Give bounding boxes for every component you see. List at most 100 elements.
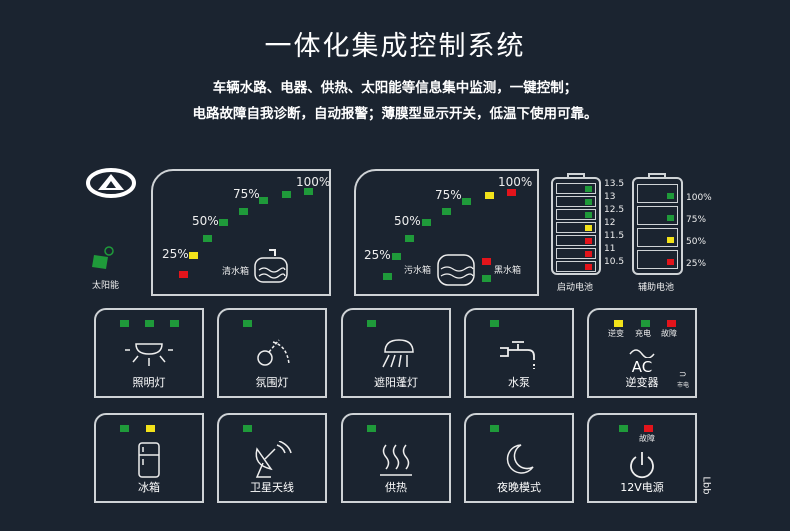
waste-water-panel: [354, 169, 539, 296]
solar-label: 太阳能: [92, 281, 120, 291]
ambient-light-label: 氛围灯: [255, 376, 289, 389]
water-pump-label: 水泵: [508, 376, 530, 389]
awning-light-label: 遮阳蓬灯: [374, 376, 418, 389]
12v-power-button[interactable]: 故障 12V电源: [587, 413, 697, 503]
aux-battery-level: 50%: [686, 237, 707, 247]
satellite-antenna-button[interactable]: 卫星天线: [217, 413, 327, 503]
clean-led-50: [219, 219, 228, 226]
status-led: [120, 320, 129, 327]
start-battery-level: 12: [604, 218, 616, 228]
solar-panel-icon: [92, 246, 114, 269]
clean-led: [203, 235, 212, 242]
clean-50-label: 50%: [192, 214, 219, 228]
clean-tank-label: 清水箱: [222, 267, 250, 277]
start-battery-cell: [556, 209, 596, 220]
brand-logo-icon: [86, 168, 136, 198]
status-led: [490, 320, 499, 327]
aux-battery-level: 75%: [686, 215, 707, 225]
lighting-label: 照明灯: [132, 376, 166, 389]
aux-battery-led: [667, 215, 674, 221]
clean-led-0: [179, 271, 188, 278]
start-battery-cell: [556, 235, 596, 246]
start-battery-terminal: [567, 173, 585, 178]
waste-led: [442, 208, 451, 215]
start-battery-cell: [556, 222, 596, 233]
aux-battery-level: 25%: [686, 259, 707, 269]
fault-indicator-label: 故障: [661, 329, 677, 338]
waste-led-25: [392, 253, 401, 260]
start-battery-level: 12.5: [604, 205, 625, 215]
start-battery-cell: [556, 261, 596, 272]
waste-25-label: 25%: [364, 248, 391, 262]
status-led: [145, 320, 154, 327]
fridge-icon: [138, 442, 160, 478]
aux-battery-led: [667, 193, 674, 199]
fridge-button[interactable]: 冰箱: [94, 413, 204, 503]
heating-button[interactable]: 供热: [341, 413, 451, 503]
aux-battery-led: [667, 237, 674, 243]
awning-light-icon: [382, 339, 414, 368]
waste-led-75: [462, 198, 471, 205]
heating-label: 供热: [385, 481, 407, 494]
waste-75-label: 75%: [435, 188, 462, 202]
clean-25-label: 25%: [162, 247, 189, 261]
aux-battery-terminal: [648, 173, 666, 178]
start-battery-cell: [556, 248, 596, 259]
black-tank-label: 黑水箱: [494, 266, 522, 276]
aux-battery-led: [667, 259, 674, 265]
side-mark: Lbb: [700, 476, 712, 495]
status-led: [490, 425, 499, 432]
start-battery-led: [585, 251, 592, 257]
waste-tank-icon: [437, 254, 475, 286]
aux-battery-cell: [637, 228, 678, 247]
status-led: [614, 320, 623, 327]
satellite-dish-icon: [255, 441, 292, 478]
clean-led: [282, 191, 291, 198]
status-led: [367, 320, 376, 327]
inverter-button[interactable]: 逆变 充电 故障 AC 逆变器 市电 ⊃: [587, 308, 697, 398]
status-led: [243, 425, 252, 432]
aux-battery-cell: [637, 206, 678, 225]
start-battery-level: 13: [604, 192, 616, 202]
waste-led: [405, 235, 414, 242]
night-mode-button[interactable]: 夜晚模式: [464, 413, 574, 503]
inverter-indicator-label: 逆变: [608, 329, 624, 338]
start-battery-led: [585, 225, 592, 231]
awning-light-button[interactable]: 遮阳蓬灯: [341, 308, 451, 398]
start-battery-level: 13.5: [604, 179, 625, 189]
status-led: [146, 425, 155, 432]
status-led: [619, 425, 628, 432]
start-battery-label: 启动电池: [557, 283, 594, 293]
status-led: [641, 320, 650, 327]
water-pump-button[interactable]: 水泵: [464, 308, 574, 398]
waste-100-label: 100%: [498, 175, 533, 189]
start-battery-cell: [556, 196, 596, 207]
satellite-antenna-label: 卫星天线: [250, 481, 294, 494]
mains-label: 市电: [677, 382, 690, 389]
start-battery-level: 11.5: [604, 231, 625, 241]
aux-battery-label: 辅助电池: [638, 283, 675, 293]
clean-led-75: [259, 197, 268, 204]
ambient-light-button[interactable]: 氛围灯: [217, 308, 327, 398]
waste-tank-label: 污水箱: [404, 266, 432, 276]
waste-led-100: [507, 189, 516, 196]
waste-50-label: 50%: [394, 214, 421, 228]
power-icon: [630, 452, 654, 479]
sine-wave-icon: [629, 349, 655, 358]
start-battery-led: [585, 212, 592, 218]
charging-indicator-label: 充电: [635, 329, 651, 338]
status-led: [170, 320, 179, 327]
black-tank-full-led: [482, 258, 491, 265]
waste-led-0: [383, 273, 392, 280]
status-led: [120, 425, 129, 432]
start-battery: [551, 177, 601, 275]
clean-led-100: [304, 188, 313, 195]
night-mode-label: 夜晚模式: [497, 481, 541, 494]
clean-led: [239, 208, 248, 215]
start-battery-level: 10.5: [604, 257, 625, 267]
start-battery-led: [585, 186, 592, 192]
faucet-icon: [500, 341, 535, 369]
clean-100-label: 100%: [296, 175, 331, 189]
water-tank-icon: [254, 249, 288, 283]
lighting-button[interactable]: 照明灯: [94, 308, 204, 398]
